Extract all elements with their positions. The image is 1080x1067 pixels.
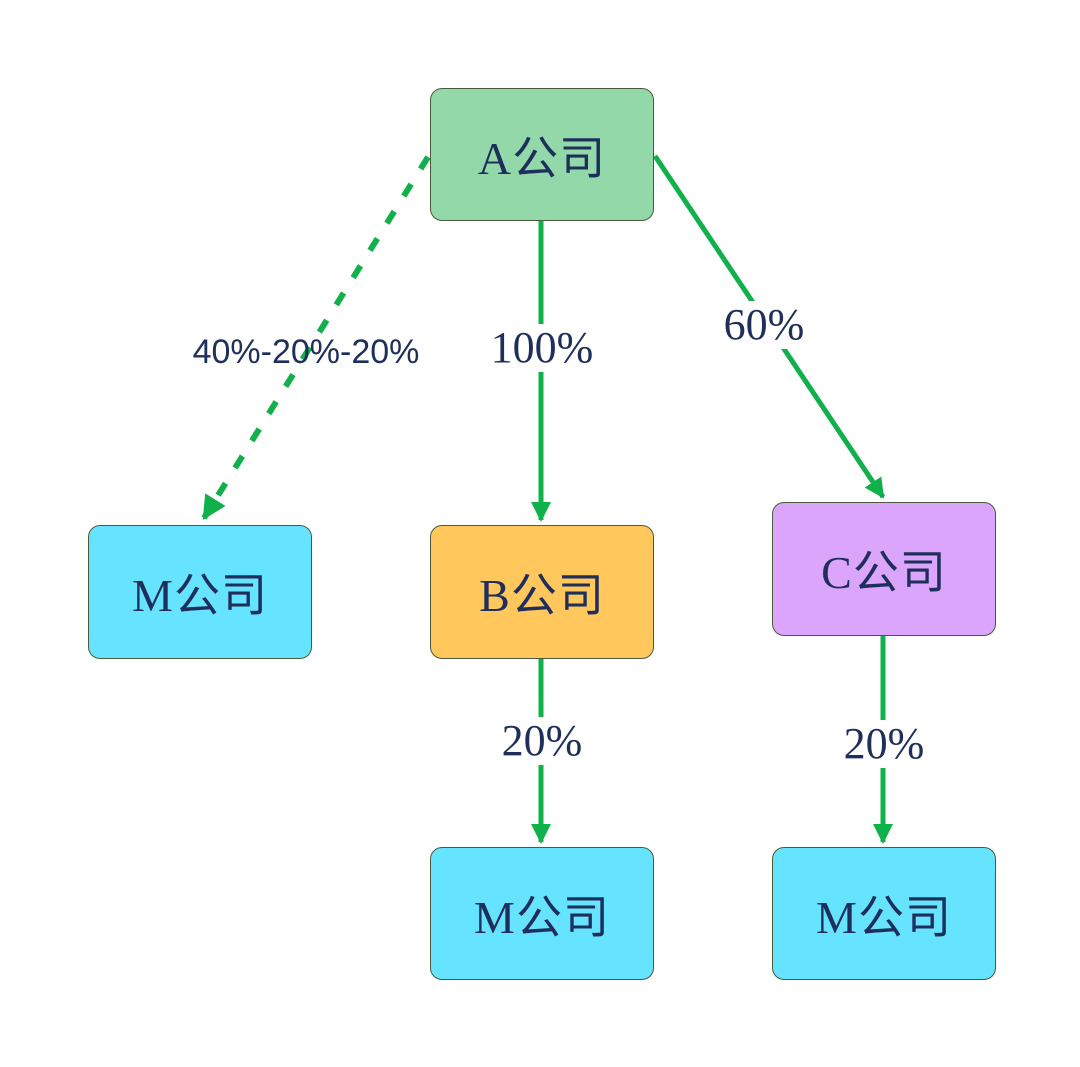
node-company-m-under-c-label: M公司: [816, 891, 952, 943]
edge-b-to-m-label: 20%: [497, 717, 587, 765]
node-company-m-under-b: M公司: [430, 847, 654, 980]
node-company-a-label: A公司: [477, 132, 607, 184]
node-company-m-under-b-label: M公司: [474, 891, 610, 943]
edge-a-to-b-label: 100%: [486, 324, 598, 372]
edge-a-to-m-line: [201, 155, 431, 521]
node-company-m-left: M公司: [88, 525, 312, 659]
node-company-c: C公司: [772, 502, 996, 636]
node-company-m-under-c: M公司: [772, 847, 996, 980]
node-company-a: A公司: [430, 88, 654, 221]
node-company-m-left-label: M公司: [132, 570, 268, 621]
edge-c-to-m-label: 20%: [839, 720, 929, 768]
node-company-b-label: B公司: [479, 570, 605, 621]
node-company-b: B公司: [430, 525, 654, 659]
edge-a-to-m-label: 40%-20%-20%: [192, 333, 420, 371]
node-company-c-label: C公司: [821, 547, 947, 598]
edge-a-to-c-label: 60%: [719, 301, 809, 349]
